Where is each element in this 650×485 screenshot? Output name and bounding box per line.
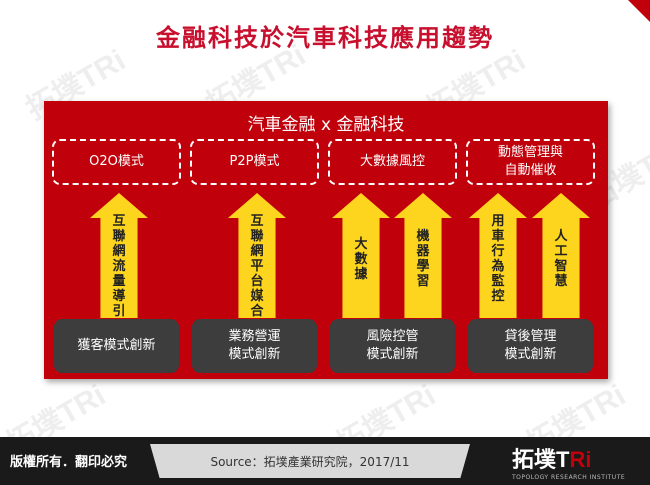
arrow-label: 機器學習 (416, 229, 430, 289)
innovation-box-post-loan: 貸後管理 模式創新 (468, 319, 593, 373)
diagram-panel: 汽車金融 x 金融科技 O2O模式 P2P模式 大數據風控 動態管理與 自動催收… (44, 101, 608, 379)
arrow-label: 大數據 (354, 237, 368, 282)
arrow-label: 互聯網平台媒合 (250, 214, 264, 319)
model-box-p2p: P2P模式 (190, 139, 319, 185)
tri-logo: 拓墣TRi TOPOLOGY RESEARCH INSTITUTE (512, 442, 625, 481)
innovation-box-risk: 風險控管 模式創新 (330, 319, 455, 373)
page-title: 金融科技於汽車科技應用趨勢 (156, 23, 494, 52)
model-box-big-data: 大數據風控 (328, 139, 457, 185)
logo-text: 拓墣T (512, 447, 570, 472)
model-box-o2o: O2O模式 (52, 139, 181, 185)
arrow-label: 用車行為監控 (491, 214, 505, 304)
panel-title: 汽車金融 x 金融科技 (247, 115, 405, 135)
innovation-box-operations: 業務營運 模式創新 (192, 319, 317, 373)
arrow-label: 人工智慧 (554, 229, 568, 289)
logo-subtitle: TOPOLOGY RESEARCH INSTITUTE (512, 474, 626, 481)
source-text: Source：拓墣產業研究院，2017/11 (150, 444, 470, 478)
innovation-box-customer: 獲客模式創新 (54, 319, 179, 373)
logo-accent: Ri (569, 447, 592, 472)
copyright-text: 版權所有．翻印必究 (10, 455, 128, 470)
arrow-label: 互聯網流量導引 (112, 214, 126, 319)
model-box-dynamic-mgmt: 動態管理與 自動催收 (466, 139, 595, 185)
